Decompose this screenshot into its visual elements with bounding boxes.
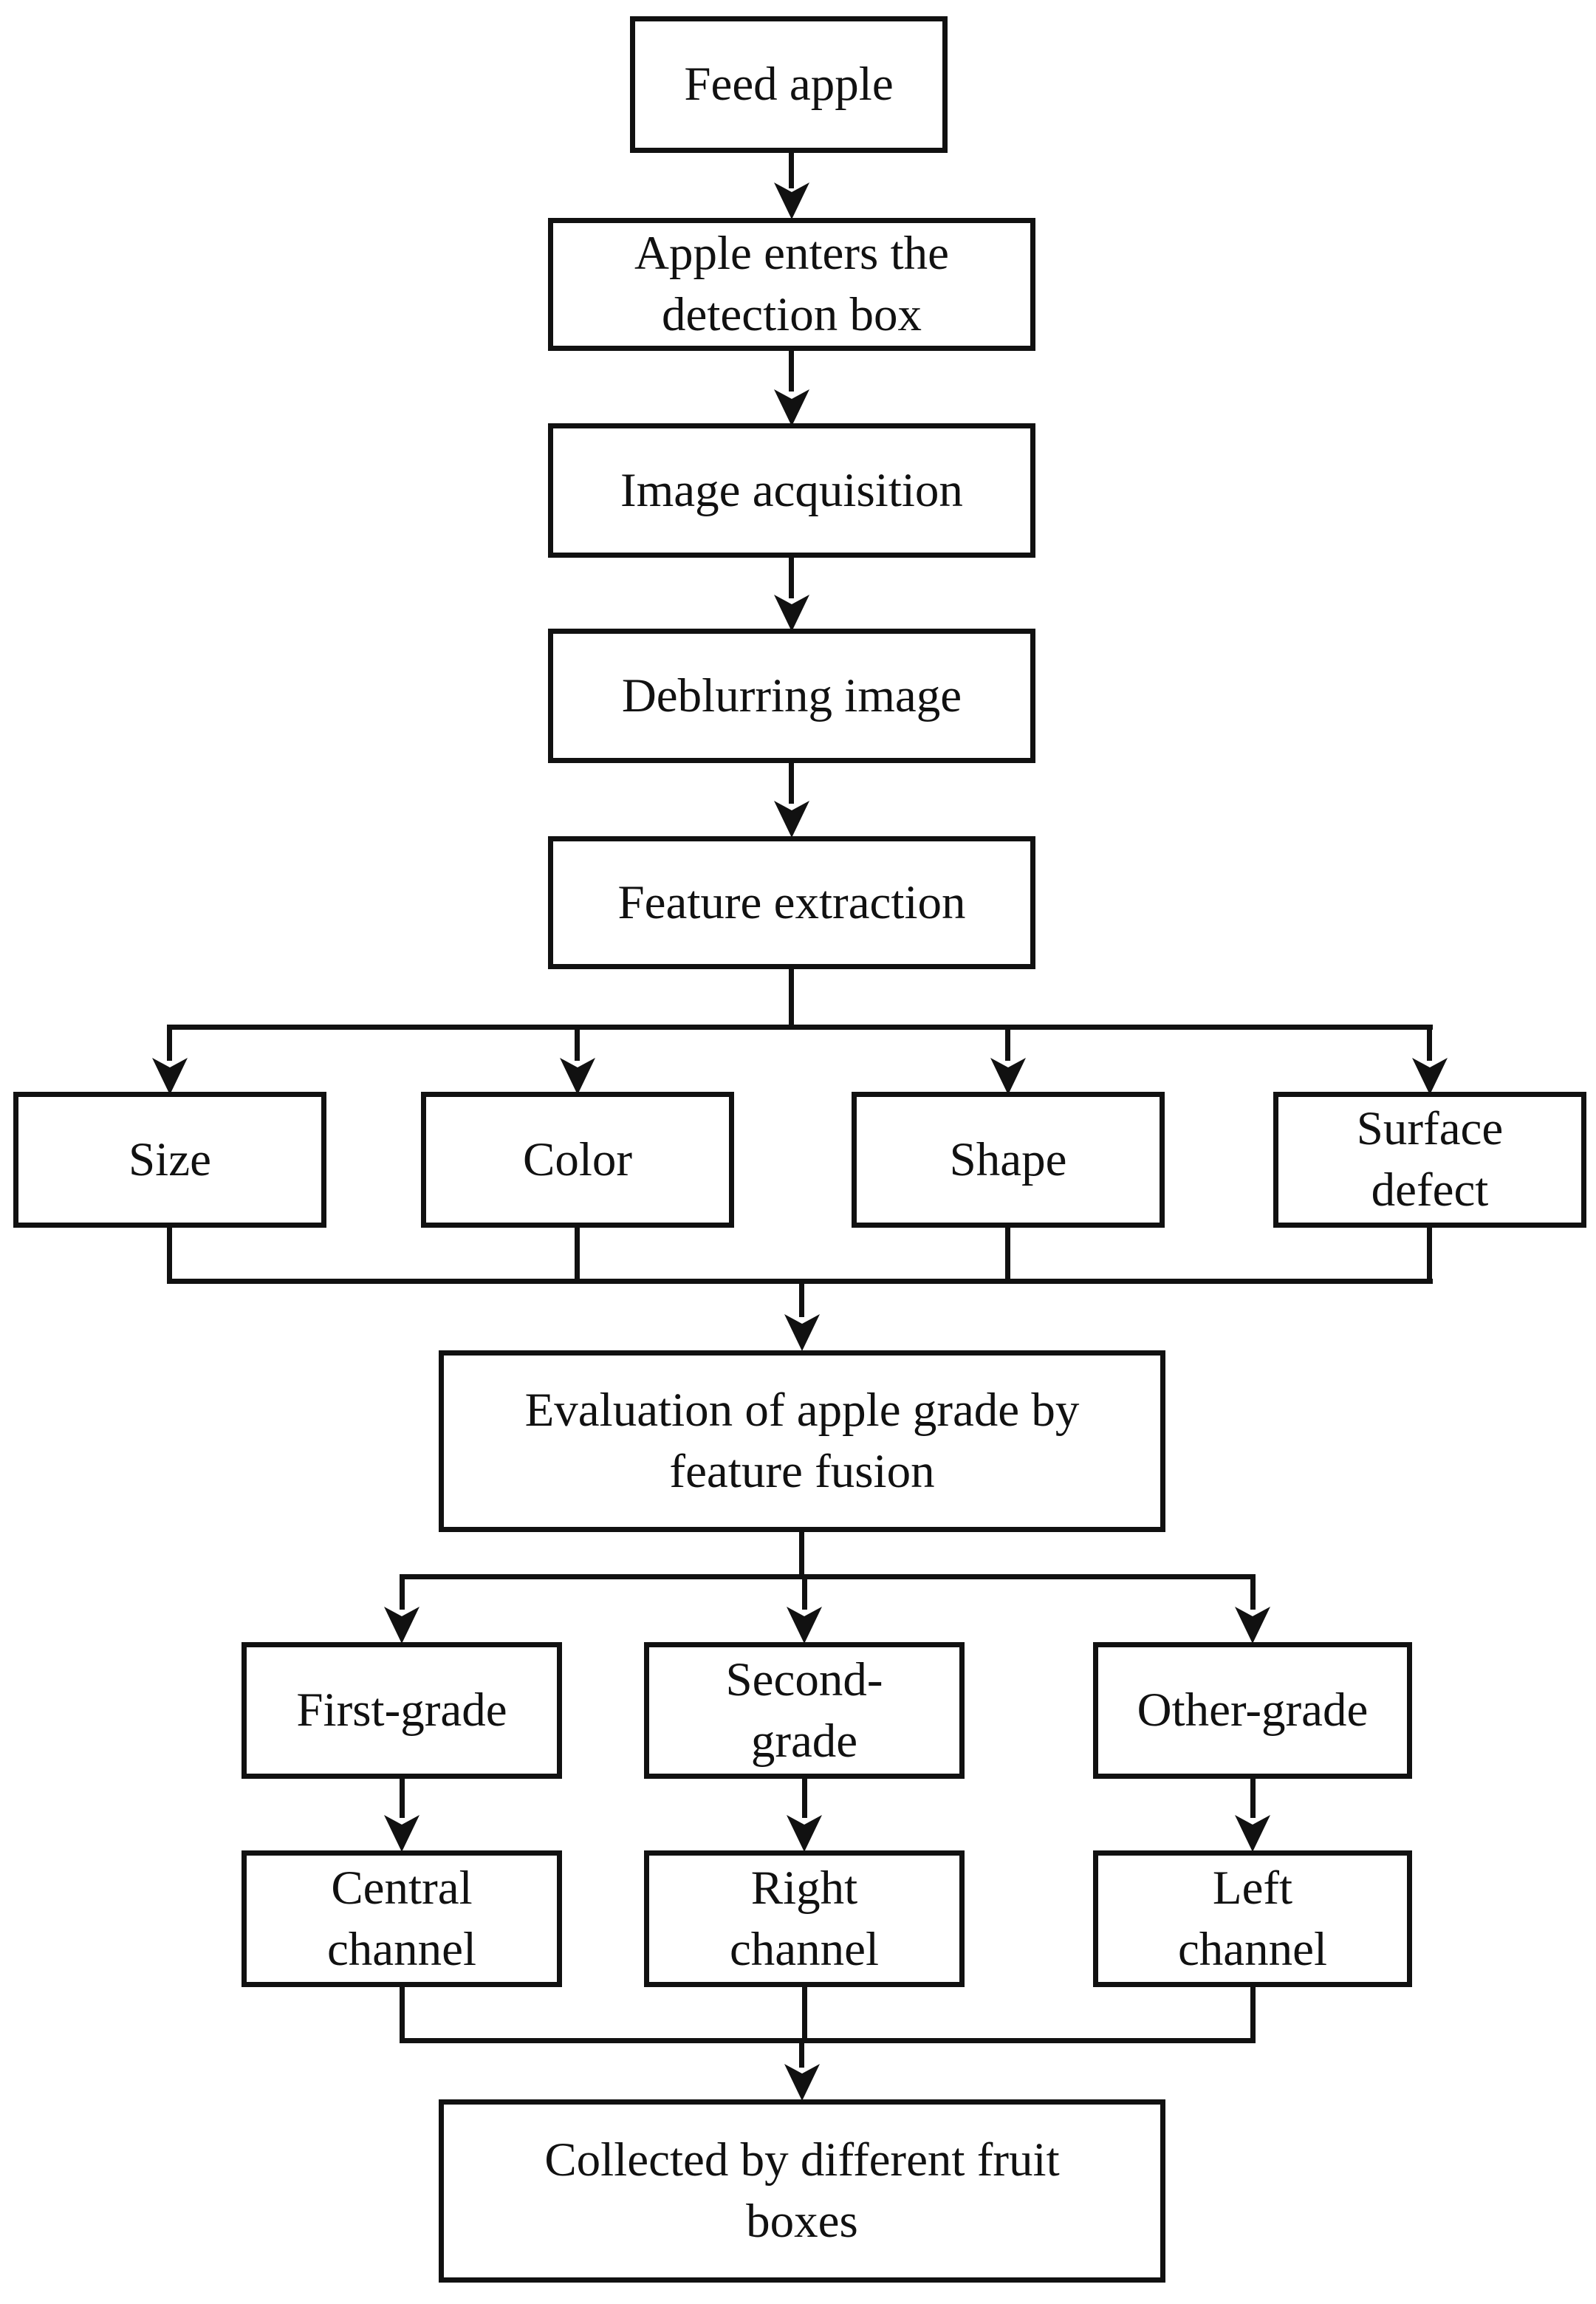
node-evaluation-feature-fusion: Evaluation of apple grade by feature fus… — [439, 1350, 1165, 1532]
edge-first-central-line — [400, 1777, 405, 1818]
node-central-channel: Central channel — [242, 1850, 562, 1987]
merge-channels-left-line — [1250, 1986, 1256, 2043]
node-right-channel: Right channel — [644, 1850, 965, 1987]
branch-features-drop-surface-line — [1427, 1027, 1432, 1061]
merge-channels-arrowhead-icon — [784, 2064, 820, 2101]
branch-features-drop-size-line — [167, 1027, 172, 1061]
node-deblurring-image: Deblurring image — [548, 629, 1035, 763]
branch-features-drop-shape-line — [1005, 1027, 1010, 1061]
edge-deblurring-extraction-arrowhead-icon — [774, 801, 809, 838]
node-apple-enters-detection-box: Apple enters the detection box — [548, 218, 1035, 351]
branch-features-arrowhead-shape-icon — [990, 1058, 1026, 1095]
merge-features-arrowhead-icon — [784, 1314, 820, 1351]
edge-deblurring-extraction-line — [789, 762, 794, 804]
node-image-acquisition: Image acquisition — [548, 423, 1035, 558]
edge-feed-enters-line — [789, 151, 794, 188]
node-second-grade: Second- grade — [644, 1642, 965, 1779]
branch-features-stem-line — [789, 968, 794, 1030]
merge-features-color-line — [575, 1225, 580, 1284]
merge-channels-central-line — [400, 1986, 405, 2043]
branch-features-drop-color-line — [575, 1027, 580, 1061]
node-first-grade: First-grade — [242, 1642, 562, 1779]
merge-channels-center-line — [799, 2041, 804, 2068]
node-surface-defect: Surface defect — [1273, 1092, 1586, 1228]
merge-channels-right-line — [802, 1986, 807, 2043]
branch-grades-stem-line — [799, 1531, 804, 1579]
node-feed-apple: Feed apple — [630, 16, 948, 153]
merge-features-horizontal-line — [167, 1279, 1433, 1284]
branch-grades-arrowhead-other-icon — [1235, 1607, 1270, 1644]
merge-features-center-line — [799, 1282, 804, 1317]
edge-second-right-arrowhead-icon — [787, 1815, 822, 1852]
node-left-channel: Left channel — [1093, 1850, 1412, 1987]
edge-other-left-arrowhead-icon — [1235, 1815, 1270, 1852]
edge-second-right-line — [802, 1777, 807, 1818]
edge-other-left-line — [1250, 1777, 1256, 1818]
edge-acquisition-deblurring-line — [789, 556, 794, 598]
merge-features-shape-line — [1005, 1225, 1010, 1284]
branch-grades-drop-first-line — [400, 1577, 405, 1610]
branch-grades-arrowhead-second-icon — [787, 1607, 822, 1644]
node-color: Color — [421, 1092, 734, 1228]
branch-features-arrowhead-surface-icon — [1412, 1058, 1448, 1095]
node-shape: Shape — [852, 1092, 1165, 1228]
branch-features-arrowhead-color-icon — [560, 1058, 595, 1095]
node-size: Size — [13, 1092, 326, 1228]
branch-grades-drop-second-line — [802, 1577, 807, 1610]
edge-first-central-arrowhead-icon — [384, 1815, 419, 1852]
node-feature-extraction: Feature extraction — [548, 836, 1035, 969]
branch-grades-horizontal-line — [400, 1574, 1256, 1579]
node-other-grade: Other-grade — [1093, 1642, 1412, 1779]
branch-features-horizontal-line — [167, 1025, 1433, 1030]
branch-features-arrowhead-size-icon — [152, 1058, 188, 1095]
branch-grades-drop-other-line — [1250, 1577, 1256, 1610]
merge-features-surface-line — [1427, 1225, 1432, 1284]
branch-grades-arrowhead-first-icon — [384, 1607, 419, 1644]
edge-enters-acquisition-arrowhead-icon — [774, 389, 809, 426]
merge-features-size-line — [167, 1225, 172, 1284]
merge-channels-horizontal-line — [400, 2038, 1256, 2043]
node-collected-fruit-boxes: Collected by different fruit boxes — [439, 2099, 1165, 2283]
edge-acquisition-deblurring-arrowhead-icon — [774, 595, 809, 632]
edge-enters-acquisition-line — [789, 349, 794, 392]
